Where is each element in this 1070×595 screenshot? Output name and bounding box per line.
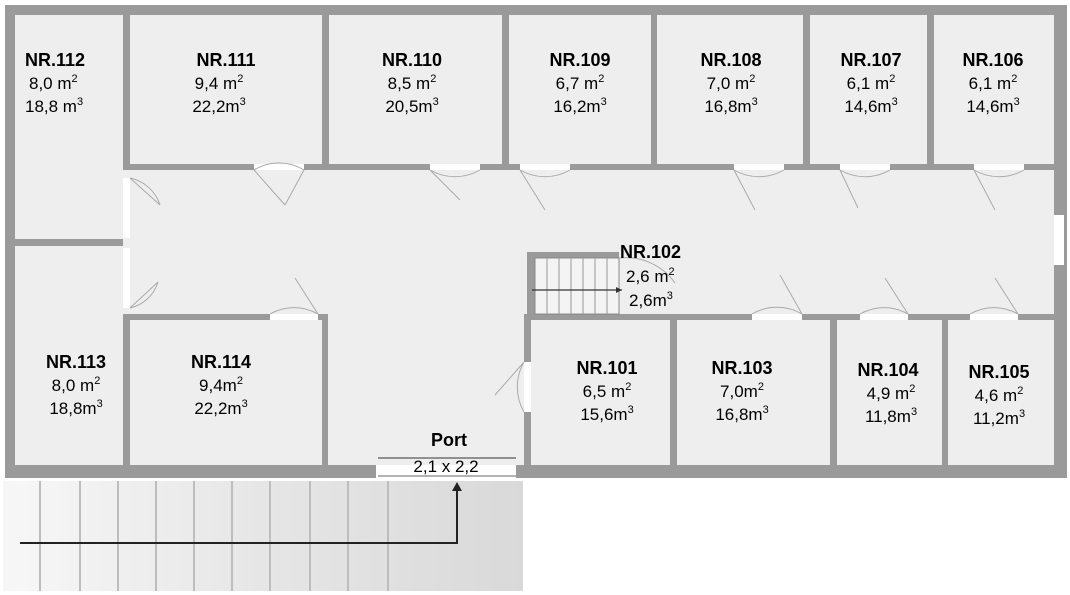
external-stairs [3,481,523,591]
svg-text:6,5 m2: 6,5 m2 [583,381,632,401]
svg-text:NR.111: NR.111 [196,50,255,70]
room-110: NR.110 8,5 m2 20,5m3 [382,50,442,116]
room-110-floor [329,15,502,164]
svg-text:16,2m3: 16,2m3 [553,96,606,116]
svg-text:7,0m2: 7,0m2 [720,381,764,401]
svg-text:2,6m3: 2,6m3 [629,290,673,310]
svg-text:NR.113: NR.113 [46,352,106,372]
port-label: Port [431,430,467,450]
svg-text:11,2m3: 11,2m3 [973,408,1025,428]
room-109-floor [509,15,651,164]
svg-text:NR.104: NR.104 [857,360,918,380]
room-113-floor [15,246,123,465]
svg-text:18,8m3: 18,8m3 [49,398,102,418]
svg-text:NR.108: NR.108 [700,50,761,70]
svg-text:NR.106: NR.106 [962,50,1023,70]
room-112-floor [15,15,123,239]
room-114-floor [130,320,322,465]
external-stair-steps [39,481,389,591]
svg-text:7,0 m2: 7,0 m2 [707,73,756,93]
room-111-floor [130,15,322,164]
stair-arrow-head-102 [616,287,622,293]
stair-steps-102 [546,258,608,314]
room-107-floor [810,15,927,164]
room-101-floor [531,320,670,465]
svg-text:6,1 m2: 6,1 m2 [969,73,1018,93]
room-108-floor [657,15,803,164]
corridor-floor-lower [328,300,524,465]
svg-text:8,0 m2: 8,0 m2 [29,73,78,93]
room-104-floor [837,320,942,465]
svg-text:NR.109: NR.109 [549,50,610,70]
svg-text:9,4m2: 9,4m2 [199,375,243,395]
svg-text:20,5m3: 20,5m3 [385,96,438,116]
room-106: NR.106 6,1 m2 14,6m3 [962,50,1023,116]
stairs-102 [534,257,620,315]
stairwell-walls [527,252,535,314]
room-107: NR.107 6,1 m2 14,6m3 [840,50,901,116]
svg-text:6,7 m2: 6,7 m2 [556,73,605,93]
room-111: NR.111 9,4 m2 22,2m3 [192,50,255,116]
stairwell-top-wall [527,252,619,258]
room-112-volume: 18,8 m [25,97,77,116]
door-gaps [123,164,1064,478]
room-114: NR.114 9,4m2 22,2m3 [191,352,251,418]
svg-text:16,8m3: 16,8m3 [715,404,768,424]
svg-text:6,1 m2: 6,1 m2 [847,73,896,93]
svg-text:NR.101: NR.101 [576,358,637,378]
svg-text:9,4 m2: 9,4 m2 [195,73,244,93]
svg-text:8,0 m2: 8,0 m2 [52,375,101,395]
room-101: NR.101 6,5 m2 15,6m3 [576,358,637,424]
door-arc-102 [618,257,676,284]
svg-text:NR.102: NR.102 [620,242,681,262]
svg-text:2,6 m2: 2,6 m2 [626,266,675,286]
svg-text:18,8 m3: 18,8 m3 [25,96,83,116]
room-109: NR.109 6,7 m2 16,2m3 [549,50,610,116]
svg-text:NR.103: NR.103 [711,358,772,378]
svg-text:8,5 m2: 8,5 m2 [388,73,437,93]
svg-text:4,6 m2: 4,6 m2 [975,385,1024,405]
svg-text:NR.107: NR.107 [840,50,901,70]
room-113: NR.113 8,0 m2 18,8m3 [46,352,106,418]
room-108: NR.108 7,0 m2 16,8m3 [700,50,761,116]
external-stair-arrow [20,490,458,544]
svg-text:22,2m3: 22,2m3 [194,398,247,418]
room-112-area: 8,0 m [29,74,72,93]
svg-text:NR.110: NR.110 [382,50,442,70]
svg-text:22,2m3: 22,2m3 [192,96,245,116]
room-106-floor [934,15,1054,164]
svg-text:14,6m3: 14,6m3 [844,96,897,116]
room-105-floor [948,320,1054,465]
svg-text:11,8m3: 11,8m3 [865,406,917,426]
svg-text:4,9 m2: 4,9 m2 [867,383,916,403]
port-size: 2,1 x 2,2 [413,457,478,476]
svg-text:16,8m3: 16,8m3 [704,96,757,116]
room-102: NR.102 2,6 m2 2,6m3 [620,242,681,310]
svg-text:NR.105: NR.105 [968,362,1029,382]
room-104: NR.104 4,9 m2 11,8m3 [857,360,918,426]
room-112: NR.112 8,0 m2 18,8 m3 [25,50,85,116]
svg-text:14,6m3: 14,6m3 [966,96,1019,116]
room-112-name: NR.112 [25,50,85,70]
room-103-floor [677,320,830,465]
external-stair-arrow-head [452,482,462,491]
svg-text:15,6m3: 15,6m3 [580,404,633,424]
door-swings [129,162,1025,413]
svg-text:NR.114: NR.114 [191,352,251,372]
port: Port 2,1 x 2,2 [413,430,478,476]
room-105: NR.105 4,6 m2 11,2m3 [968,362,1029,428]
room-103: NR.103 7,0m2 16,8m3 [711,358,772,424]
